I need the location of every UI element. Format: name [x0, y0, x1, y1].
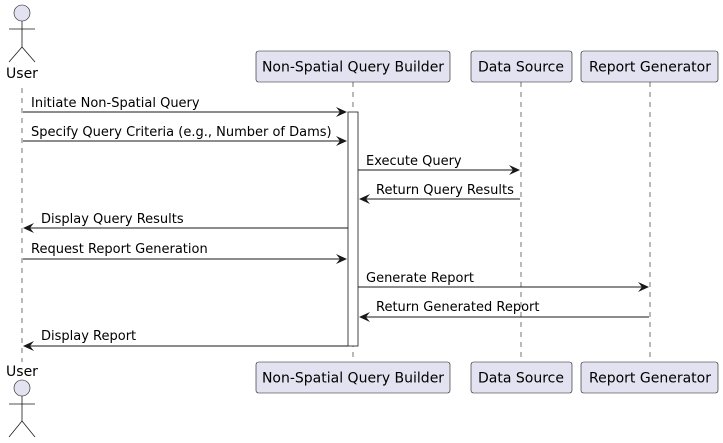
message-label: Initiate Non-Spatial Query	[31, 96, 200, 111]
arrowhead-left-icon	[359, 194, 370, 204]
participant-data-source-bottom: Data Source	[470, 361, 573, 394]
message-label: Return Generated Report	[376, 300, 539, 315]
arrowhead-left-icon	[23, 223, 34, 233]
arrowhead-right-icon	[638, 282, 649, 292]
message-return-results: Return Query Results	[359, 183, 520, 204]
actor-figure-icon	[8, 4, 36, 63]
participant-report-generator-top: Report Generator	[580, 50, 719, 83]
messages: Initiate Non-Spatial Query Specify Query…	[23, 96, 649, 351]
participant-report-generator-bottom: Report Generator	[580, 361, 719, 394]
actor-figure-icon	[8, 379, 36, 438]
participant-label-query-builder: Non-Spatial Query Builder	[262, 60, 444, 76]
message-generate-report: Generate Report	[358, 271, 649, 292]
activation-bar-query-builder	[347, 111, 359, 347]
message-specify-criteria: Specify Query Criteria (e.g., Number of …	[23, 125, 347, 146]
actor-label-user: User	[6, 66, 38, 82]
participant-label-data-source: Data Source	[478, 60, 564, 76]
message-label: Return Query Results	[376, 183, 514, 198]
participant-label-report-generator: Report Generator	[589, 60, 711, 76]
participants-bottom: User Non-Spatial Query Builder Data Sour…	[6, 361, 719, 438]
message-label: Specify Query Criteria (e.g., Number of …	[31, 125, 332, 140]
message-label: Display Report	[41, 329, 136, 344]
arrowhead-left-icon	[23, 341, 34, 351]
message-label: Request Report Generation	[31, 242, 208, 257]
arrowhead-right-icon	[336, 107, 347, 117]
actor-user-bottom: User	[6, 364, 38, 438]
message-request-report: Request Report Generation	[23, 242, 347, 264]
message-display-results: Display Query Results	[23, 212, 348, 233]
message-label: Display Query Results	[41, 212, 184, 227]
message-label: Generate Report	[366, 271, 474, 286]
actor-user-top: User	[6, 4, 38, 82]
participant-label-query-builder: Non-Spatial Query Builder	[262, 371, 444, 387]
arrowhead-right-icon	[509, 165, 520, 175]
participant-query-builder-bottom: Non-Spatial Query Builder	[255, 361, 451, 394]
message-display-report: Display Report	[23, 329, 348, 351]
arrowhead-right-icon	[336, 136, 347, 146]
message-label: Execute Query	[366, 154, 462, 169]
participants-top: User Non-Spatial Query Builder Data Sour…	[6, 4, 719, 83]
arrowhead-left-icon	[359, 312, 370, 322]
participant-data-source-top: Data Source	[470, 50, 573, 83]
participant-query-builder-top: Non-Spatial Query Builder	[255, 50, 451, 83]
message-initiate-query: Initiate Non-Spatial Query	[23, 96, 347, 117]
arrowhead-right-icon	[336, 254, 347, 264]
participant-label-report-generator: Report Generator	[589, 371, 711, 387]
message-return-report: Return Generated Report	[359, 300, 649, 322]
message-execute-query: Execute Query	[358, 154, 520, 175]
participant-label-data-source: Data Source	[478, 371, 564, 387]
actor-label-user: User	[6, 364, 38, 380]
